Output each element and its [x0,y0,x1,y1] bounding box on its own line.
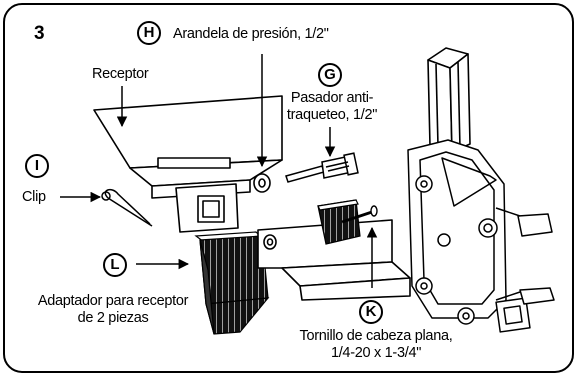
label-adapter-line1: Adaptador para receptor [37,293,189,309]
vehicle-bracket-assembly [407,139,555,333]
label-adapter: Adaptador para receptor de 2 piezas [2,293,224,327]
label-receiver: Receptor [92,66,149,82]
receiver-tube [93,95,283,233]
label-adapter-line2: de 2 piezas [77,310,149,326]
part-badge-k: K [359,300,383,324]
lock-washer-part [253,173,271,193]
flat-head-screw-part [341,205,378,224]
part-badge-l: L [103,253,127,277]
panel-border [3,3,574,373]
label-flat-head-screw-line2: 1/4-20 x 1-3/4" [330,345,422,361]
label-flat-head-screw: Tornillo de cabeza plana, 1/4-20 x 1-3/4… [260,328,492,362]
part-badge-i: I [25,154,49,178]
part-badge-h: H [137,21,161,45]
label-anti-rattle-pin-line2: traqueteo, 1/2" [286,107,378,123]
hitch-clip-part [101,188,153,227]
adapter-upper-fins [317,199,361,245]
vehicle-upright-tube [427,47,471,153]
adapter-two-piece-part [194,231,270,335]
label-clip: Clip [22,189,46,205]
label-anti-rattle-pin-line1: Pasador anti- [290,90,374,106]
callout-arrows [60,54,378,288]
part-badge-g: G [318,63,342,87]
label-lock-washer: Arandela de presión, 1/2" [173,26,329,42]
label-anti-rattle-pin: Pasador anti- traqueteo, 1/2" [270,90,394,124]
anti-rattle-pin-part [285,152,359,183]
label-flat-head-screw-line1: Tornillo de cabeza plana, [299,328,453,344]
step-number: 3 [34,23,45,44]
